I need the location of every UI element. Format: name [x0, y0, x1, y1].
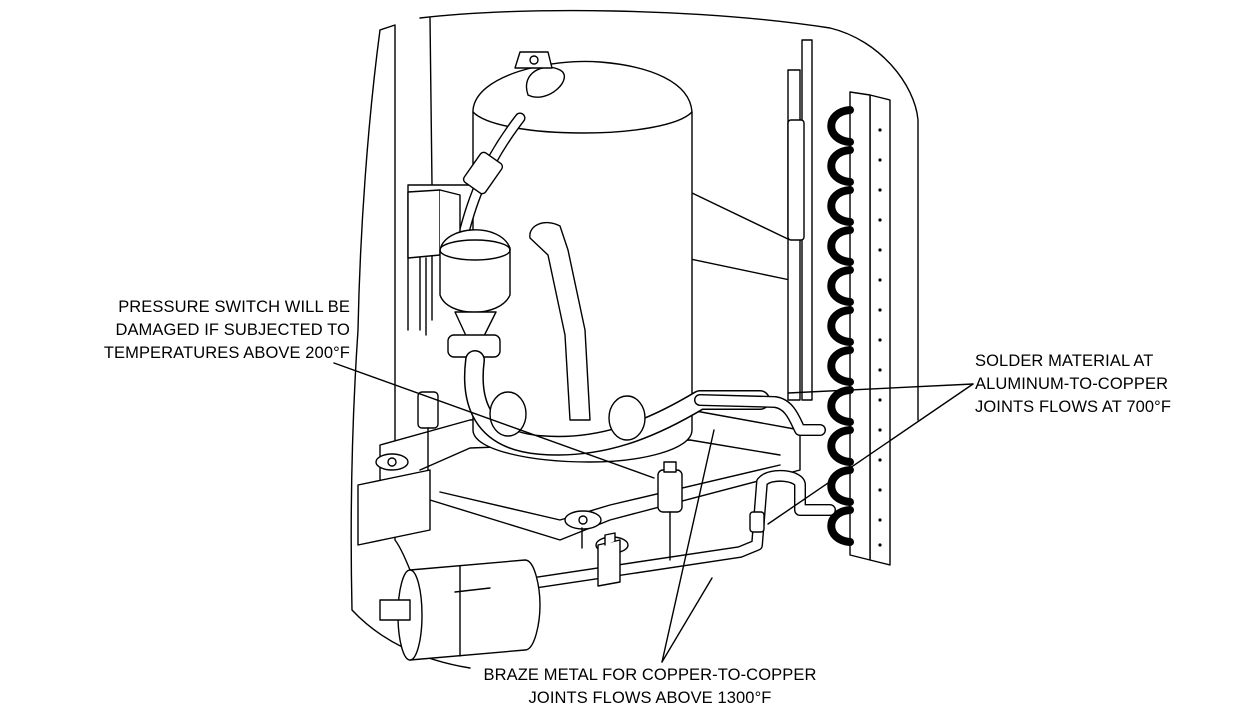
- tube-clamps: [489, 391, 646, 441]
- filter-drier: [379, 559, 541, 661]
- tube-bracket: [597, 532, 621, 587]
- callout-line: BRAZE METAL FOR COPPER-TO-COPPER: [483, 666, 817, 684]
- callout-line: JOINTS FLOWS ABOVE 1300°F: [528, 689, 772, 707]
- discharge-fitting: [462, 151, 504, 195]
- vertical-copper-lines: [787, 39, 813, 401]
- callout-line: SOLDER MATERIAL AT: [975, 352, 1154, 370]
- coil-return-bends: [827, 106, 854, 546]
- callout-line: ALUMINUM-TO-COPPER: [975, 375, 1169, 393]
- callout-line: DAMAGED IF SUBJECTED TO: [115, 321, 350, 339]
- callout-line: JOINTS FLOWS AT 700°F: [975, 398, 1172, 416]
- suction-tube: [529, 221, 591, 421]
- callout-line: TEMPERATURES ABOVE 200°F: [103, 344, 350, 362]
- callout-braze-metal: BRAZE METAL FOR COPPER-TO-COPPER JOINTS …: [420, 664, 880, 710]
- frame-tube-left: [357, 469, 431, 546]
- callout-solder-material: SOLDER MATERIAL AT ALUMINUM-TO-COPPER JO…: [975, 350, 1171, 419]
- compressor-top-dome: [472, 66, 693, 134]
- lower-line-fitting: [749, 511, 765, 533]
- leader-lines: [333, 362, 974, 663]
- pressure-switch-left: [417, 391, 439, 471]
- liquid-line-inner: [695, 395, 825, 435]
- coil-header-holes: [878, 128, 882, 547]
- coil-header: [849, 91, 891, 566]
- callout-line: PRESSURE SWITCH WILL BE: [118, 298, 350, 316]
- callout-pressure-switch: PRESSURE SWITCH WILL BE DAMAGED IF SUBJE…: [0, 296, 350, 365]
- lifting-tab: [514, 51, 553, 69]
- pressure-switch-right: [657, 461, 683, 561]
- muffler: [439, 229, 511, 358]
- suction-loop-inner: [465, 351, 769, 455]
